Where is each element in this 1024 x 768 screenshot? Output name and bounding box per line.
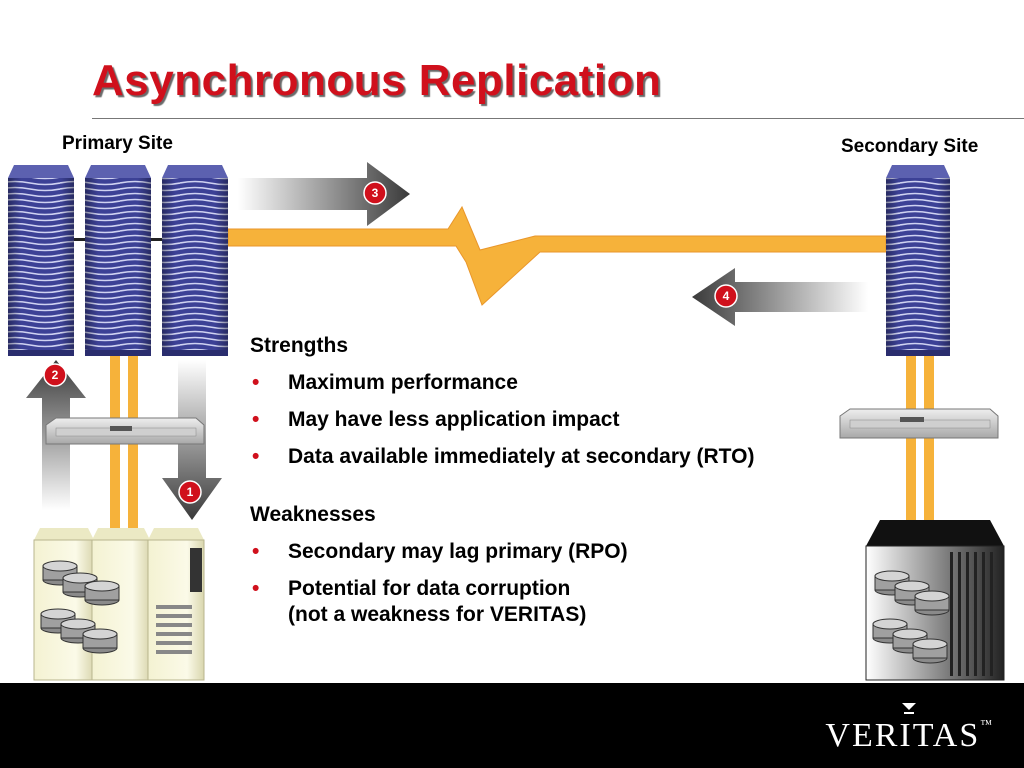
strengths-weaknesses-text: Strengths • Maximum performance • May ha… [250, 333, 870, 639]
footer-bar: VERITAS™ [0, 683, 1024, 768]
weakness-item: Potential for data corruption [288, 577, 571, 600]
list-item: • May have less application impact [250, 407, 870, 433]
primary-server [162, 165, 228, 356]
server-connector [150, 238, 162, 241]
replication-diagram: 1 2 3 4 [8, 162, 1005, 681]
list-item: • Potential for data corruption (not a w… [250, 576, 870, 628]
step-number: 3 [372, 186, 379, 200]
step-number: 1 [187, 485, 194, 499]
veritas-logo: VERITAS™ [824, 703, 994, 755]
strength-item: May have less application impact [288, 408, 620, 431]
strength-item: Maximum performance [288, 371, 518, 394]
step-number: 2 [52, 368, 59, 382]
link-line [906, 355, 916, 523]
weaknesses-heading: Weaknesses [250, 503, 376, 526]
strengths-heading: Strengths [250, 334, 349, 357]
logo-chevron-icon [902, 703, 916, 714]
secondary-site-label: Secondary Site [841, 136, 979, 157]
primary-server [8, 165, 74, 356]
step-number: 4 [723, 289, 730, 303]
bullet-icon: • [252, 408, 260, 431]
logo-wordmark: VERITAS™ [825, 717, 994, 754]
primary-network-switch [45, 417, 205, 445]
bullet-icon: • [252, 577, 260, 600]
disk-stack [872, 570, 950, 664]
secondary-storage-array [865, 520, 1005, 681]
primary-storage-array [33, 528, 205, 681]
weakness-item-continuation: (not a weakness for VERITAS) [288, 603, 587, 626]
bullet-icon: • [252, 371, 260, 394]
step-badge: 1 [178, 480, 202, 504]
step-badge: 3 [363, 181, 387, 205]
list-item: • Secondary may lag primary (RPO) [250, 539, 870, 565]
disk-stack [40, 560, 120, 654]
server-connector [73, 238, 85, 241]
bullet-icon: • [252, 445, 260, 468]
weakness-item: Secondary may lag primary (RPO) [288, 540, 628, 563]
link-line [924, 355, 934, 523]
step-badge: 4 [714, 284, 738, 308]
bullet-icon: • [252, 540, 260, 563]
acknowledge-arrow-left [692, 268, 868, 326]
secondary-server [886, 165, 950, 356]
list-item: • Data available immediately at secondar… [250, 444, 870, 470]
primary-server [85, 165, 151, 356]
strength-item: Data available immediately at secondary … [288, 445, 755, 468]
step-badge: 2 [43, 363, 67, 387]
primary-site-label: Primary Site [62, 133, 173, 154]
replication-arrow-right [238, 162, 410, 226]
title-divider [92, 118, 1024, 119]
trademark-symbol: ™ [980, 717, 994, 731]
slide-title: Asynchronous Replication [92, 56, 662, 105]
list-item: • Maximum performance [250, 370, 870, 396]
secondary-network-switch [839, 408, 999, 439]
